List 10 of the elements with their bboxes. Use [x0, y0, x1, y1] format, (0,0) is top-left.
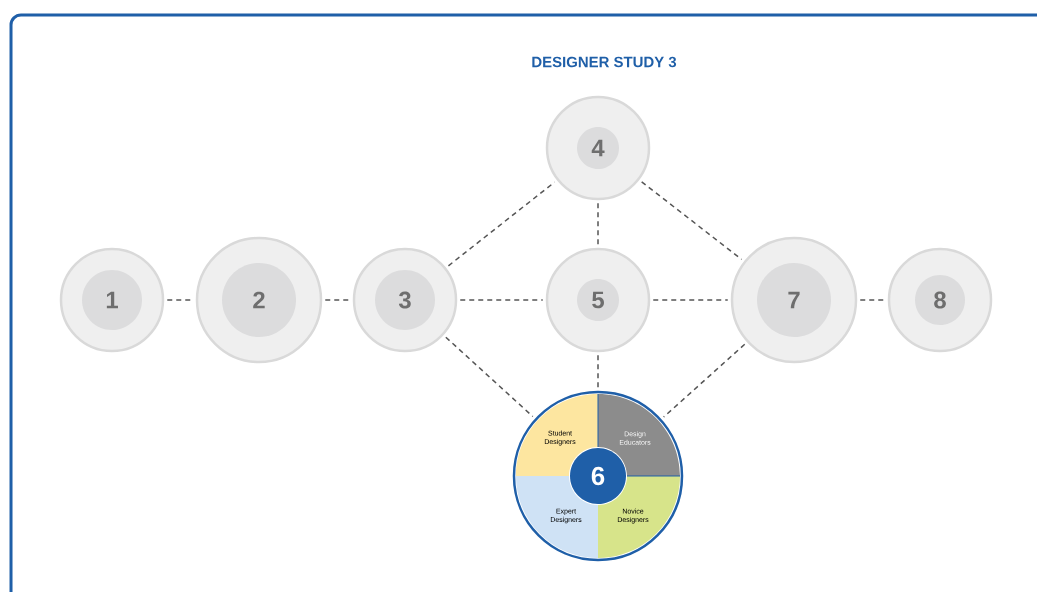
connector: [640, 181, 743, 261]
connector: [324, 299, 351, 301]
connector: [445, 336, 534, 418]
connector: [662, 343, 746, 418]
connector: [597, 354, 599, 389]
title: DESIGNER STUDY 3: [532, 56, 677, 68]
connector: [597, 202, 599, 246]
connector: [859, 299, 886, 301]
connector: [459, 299, 544, 301]
connector: [652, 299, 729, 301]
